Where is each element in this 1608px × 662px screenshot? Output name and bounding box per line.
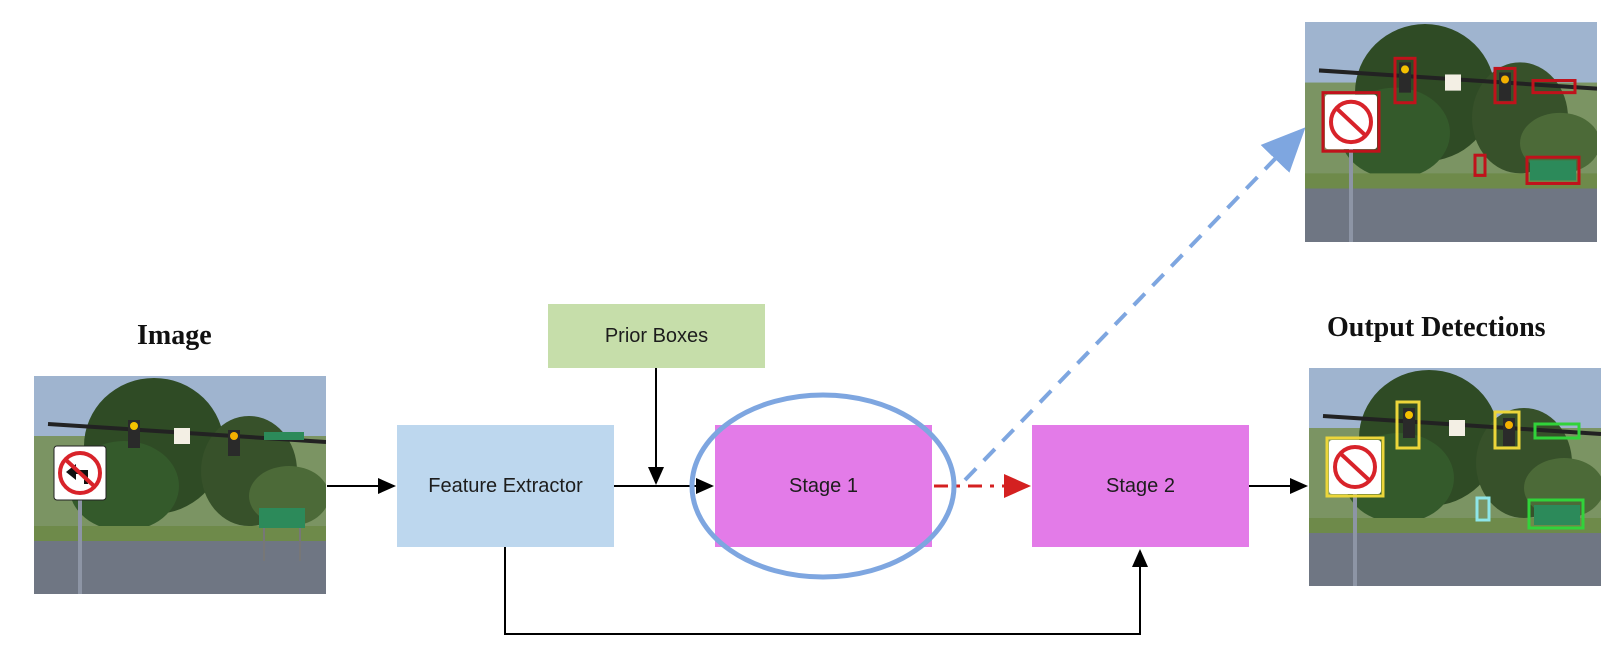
detection-box xyxy=(1525,155,1581,185)
detection-box xyxy=(1325,436,1385,498)
detection-box xyxy=(1533,422,1581,440)
stage2-label: Stage 2 xyxy=(1106,474,1175,497)
stage2-block: Stage 2 xyxy=(1032,425,1249,547)
detection-box xyxy=(1321,91,1381,153)
arrow-extractor-to-stage2-skip xyxy=(504,547,1148,635)
prior-boxes-label: Prior Boxes xyxy=(604,324,709,347)
intermediate-detections-photo xyxy=(1305,22,1597,242)
output-detections-title: Output Detections xyxy=(1327,312,1546,343)
detection-box xyxy=(1531,79,1577,95)
detection-box xyxy=(1393,56,1417,105)
stage1-label: Stage 1 xyxy=(789,474,858,497)
no-left-turn-sign-icon xyxy=(53,445,107,501)
output-detections-photo xyxy=(1309,368,1601,586)
detection-box xyxy=(1493,66,1517,105)
detection-box xyxy=(1493,410,1521,450)
detection-box xyxy=(1527,498,1585,530)
detection-box xyxy=(1473,153,1487,177)
prior-boxes-block: Prior Boxes xyxy=(548,304,765,368)
detection-box xyxy=(1475,496,1491,522)
detection-box xyxy=(1395,400,1421,450)
feature-extractor-block: Feature Extractor xyxy=(397,425,614,547)
input-street-photo xyxy=(34,376,326,594)
image-title: Image xyxy=(137,320,212,351)
stage1-block: Stage 1 xyxy=(715,425,932,547)
feature-extractor-label: Feature Extractor xyxy=(428,474,583,497)
